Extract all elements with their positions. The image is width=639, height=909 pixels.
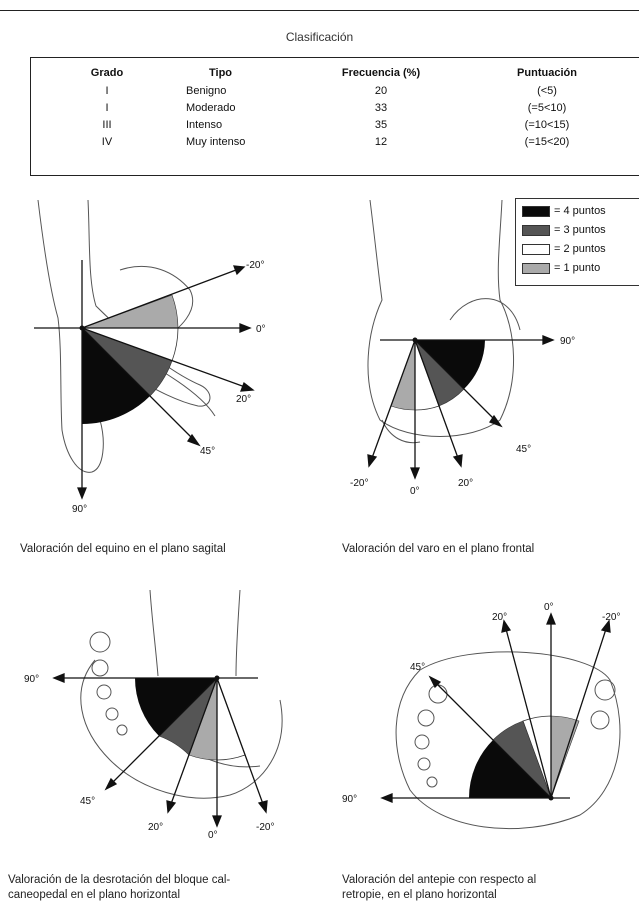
- label-0: 0°: [256, 324, 266, 335]
- header-frecuencia: Frecuencia (%): [321, 67, 441, 79]
- table-row: I Moderado 33 (=5<10): [31, 102, 639, 118]
- label-20: 20°: [492, 612, 507, 623]
- classification-title: Clasificación: [0, 30, 639, 44]
- cell-frecuencia: 20: [321, 85, 441, 97]
- label-20: 20°: [458, 478, 473, 489]
- label-45: 45°: [200, 446, 215, 457]
- label-neg20: -20°: [602, 612, 620, 623]
- antepie-horizontal-diagram: 20° 0° -20° 45° 90°: [320, 590, 639, 870]
- cell-frecuencia: 12: [321, 136, 441, 148]
- table-row: III Intenso 35 (=10<15): [31, 119, 639, 135]
- label-20: 20°: [236, 394, 251, 405]
- varo-frontal-diagram: 90° 45° -20° 0° 20°: [320, 180, 639, 540]
- cell-tipo: Intenso: [186, 119, 222, 131]
- cell-puntuacion: (=15<20): [491, 136, 603, 148]
- label-45: 45°: [516, 444, 531, 455]
- label-neg20: -20°: [350, 478, 368, 489]
- label-90: 90°: [560, 336, 575, 347]
- top-rule: [0, 10, 639, 11]
- label-0: 0°: [208, 830, 218, 841]
- cell-tipo: Benigno: [186, 85, 226, 97]
- label-45: 45°: [410, 662, 425, 673]
- label-0: 0°: [544, 602, 554, 613]
- pivot-point: [80, 326, 85, 331]
- label-90: 90°: [342, 794, 357, 805]
- cell-frecuencia: 33: [321, 102, 441, 114]
- cell-tipo: Muy intenso: [186, 136, 245, 148]
- caption-frontal: Valoración del varo en el plano frontal: [342, 542, 534, 557]
- caption-line: Valoración del antepie con respecto al: [342, 873, 536, 888]
- cell-frecuencia: 35: [321, 119, 441, 131]
- classification-table: Grado Tipo Frecuencia (%) Puntuación I B…: [30, 57, 639, 176]
- caption-desrotacion: Valoración de la desrotación del bloque …: [8, 873, 230, 903]
- equino-sagital-diagram: -20° 0° 20° 45° 90°: [0, 180, 320, 540]
- header-tipo: Tipo: [209, 67, 232, 79]
- table-row: IV Muy intenso 12 (=15<20): [31, 136, 639, 152]
- cell-grado: I: [79, 85, 135, 97]
- cell-grado: IV: [79, 136, 135, 148]
- cell-grado: III: [79, 119, 135, 131]
- caption-line: retropie, en el plano horizontal: [342, 888, 536, 903]
- caption-antepie: Valoración del antepie con respecto al r…: [342, 873, 536, 903]
- cell-puntuacion: (=5<10): [491, 102, 603, 114]
- label-neg20: -20°: [246, 260, 264, 271]
- label-neg20: -20°: [256, 822, 274, 833]
- caption-line: Valoración de la desrotación del bloque …: [8, 873, 230, 888]
- label-90: 90°: [72, 504, 87, 515]
- cell-grado: I: [79, 102, 135, 114]
- caption-line: caneopedal en el plano horizontal: [8, 888, 230, 903]
- label-90: 90°: [24, 674, 39, 685]
- pivot-point: [215, 676, 220, 681]
- cell-puntuacion: (<5): [491, 85, 603, 97]
- caption-sagital: Valoración del equino en el plano sagita…: [20, 542, 226, 557]
- desrotacion-horizontal-diagram: 90° 45° 20° 0° -20°: [0, 590, 320, 870]
- pivot-point: [413, 338, 418, 343]
- table-header: Grado Tipo Frecuencia (%) Puntuación: [31, 67, 639, 83]
- label-45: 45°: [80, 796, 95, 807]
- pivot-point: [549, 796, 554, 801]
- cell-tipo: Moderado: [186, 102, 236, 114]
- label-0: 0°: [410, 486, 420, 497]
- header-grado: Grado: [79, 67, 135, 79]
- table-row: I Benigno 20 (<5): [31, 85, 639, 101]
- label-20: 20°: [148, 822, 163, 833]
- cell-puntuacion: (=10<15): [491, 119, 603, 131]
- header-puntuacion: Puntuación: [491, 67, 603, 79]
